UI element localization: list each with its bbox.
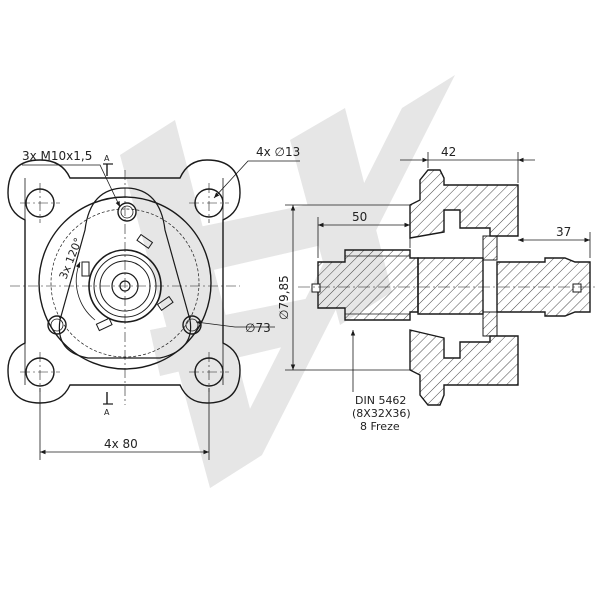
through-shaft: [417, 257, 484, 315]
section-dimensions: [285, 152, 591, 392]
angle-label: 3x 120°: [57, 236, 85, 281]
flange-outline: [7, 159, 241, 404]
spline-std-label: DIN 5462: [355, 394, 406, 407]
bolt-circle-label: ∅73: [245, 321, 271, 335]
holes-label: 4x ∅13: [256, 145, 300, 159]
flange-upper: [409, 169, 519, 239]
front-view: [7, 159, 241, 405]
shaft-length-label: 50: [352, 210, 367, 224]
spline-dims-label: (8X32X36): [352, 407, 411, 420]
front-dimensions: [22, 160, 300, 460]
cut-label-top: A: [104, 154, 110, 163]
seal-upper: [482, 235, 498, 261]
section-view: [298, 169, 598, 406]
thread-label: 3x M10x1,5: [22, 149, 92, 163]
thread-hole-left: [47, 315, 67, 335]
triangular-boss: [58, 187, 192, 359]
seal-lower: [482, 311, 498, 337]
spline-note-label: 8 Freze: [360, 420, 400, 433]
thread-hole-right: [182, 315, 202, 335]
bolt-spacing-label: 4x 80: [104, 437, 138, 451]
shaft-dia-label: ∅79,85: [277, 275, 291, 320]
cut-label-bottom: A: [104, 408, 110, 417]
thread-hole-top: [117, 202, 137, 222]
rear-shaft-label: 37: [556, 225, 571, 239]
flange-depth-label: 42: [441, 145, 456, 159]
flange-lower: [409, 329, 519, 406]
